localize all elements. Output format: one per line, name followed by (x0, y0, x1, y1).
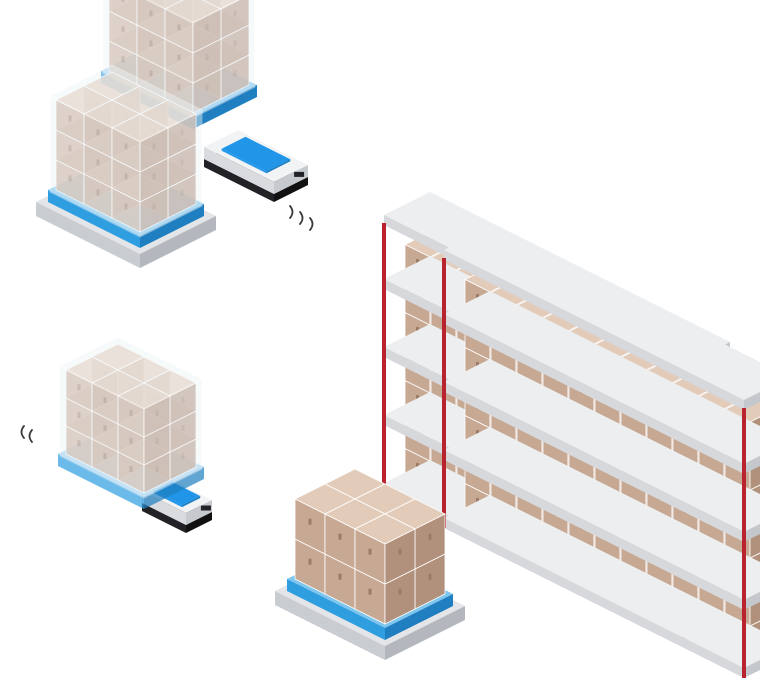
rack-shelf (444, 495, 760, 678)
stretch-wrap (49, 64, 203, 238)
agv-sensor (200, 505, 211, 511)
cardboard-box (117, 382, 171, 438)
signal-arc (28, 429, 33, 443)
wrapped-pallet-front (36, 64, 216, 268)
storage-rack (382, 192, 760, 678)
rack-shelf (444, 291, 760, 474)
cardboard-box (111, 113, 169, 173)
rack-shelf (444, 227, 760, 410)
stretch-wrap (102, 0, 256, 119)
signal-arc (299, 211, 304, 225)
agv-sensor (294, 171, 305, 177)
stretch-wrap (59, 336, 203, 499)
pallet-of-boxes (275, 468, 465, 660)
signal-arc (309, 217, 314, 231)
rack-shelf (444, 359, 760, 542)
agv-lift-plate (221, 136, 291, 174)
wrapped-pallet-back (101, 0, 257, 129)
cardboard-box (354, 513, 416, 585)
wireless-signal-icon (20, 205, 314, 443)
rack-shelf (444, 427, 760, 610)
signal-arc (289, 205, 294, 219)
wrapped-pallet-on-agv (58, 336, 212, 533)
agv-robot-top (204, 130, 308, 202)
cardboard-box (164, 0, 222, 54)
signal-arc (20, 425, 25, 439)
